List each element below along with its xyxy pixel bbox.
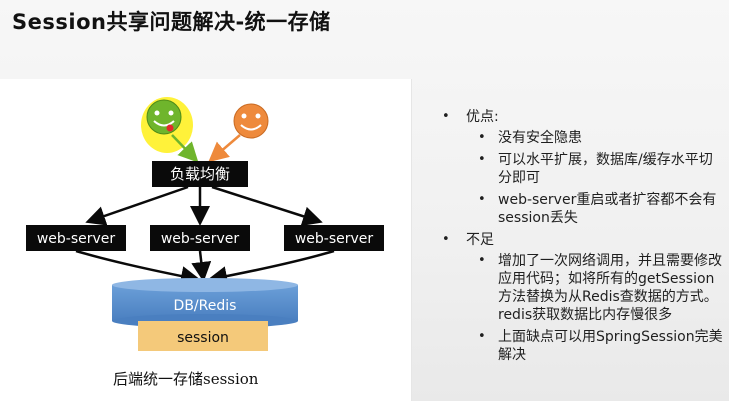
pros-cons-list: 优点: 没有安全隐患 可以水平扩展，数据库/缓存水平切分即可 web-serve… — [442, 108, 724, 368]
session-box — [138, 321, 268, 351]
web-server-box-3 — [284, 225, 384, 251]
pros-item: 没有安全隐患 — [442, 129, 724, 147]
pros-heading: 优点: — [442, 108, 724, 126]
cons-heading: 不足 — [442, 231, 724, 249]
arrow-server3-db — [207, 249, 335, 286]
web-server-label-1: web-server — [37, 231, 116, 247]
web-server-box-1 — [26, 225, 126, 251]
web-server-label-3: web-server — [295, 231, 374, 247]
client-green-smiley-icon — [146, 99, 182, 135]
arrow-lb-server-1 — [85, 185, 189, 226]
web-server-box-2 — [150, 225, 250, 251]
load-balancer-label: 负载均衡 — [170, 165, 230, 183]
diagram-svg: 负载均衡 web-server web-server web-server DB… — [26, 97, 384, 351]
database-label: DB/Redis — [174, 298, 237, 314]
architecture-diagram: 负载均衡 web-server web-server web-server DB… — [0, 79, 412, 401]
client-orange-smiley-icon — [233, 103, 269, 139]
pros-item: 可以水平扩展，数据库/缓存水平切分即可 — [442, 151, 724, 187]
cons-item: 增加了一次网络调用，并且需要修改应用代码；如将所有的getSession方法替换… — [442, 252, 724, 324]
arrow-lb-server-3 — [211, 185, 323, 226]
arrow-server2-db — [191, 250, 212, 282]
slide-title: Session共享问题解决-统一存储 — [12, 10, 331, 34]
diagram-caption: 后端统一存储session — [113, 370, 259, 388]
load-balancer-box — [152, 161, 248, 187]
arrow-green-client — [171, 134, 199, 163]
arrow-orange-client — [208, 134, 241, 163]
session-label: session — [177, 330, 229, 346]
arrow-server1-db — [75, 249, 201, 286]
cons-item: 上面缺点可以用SpringSession完美解决 — [442, 328, 724, 364]
pros-item: web-server重启或者扩容都不会有session丢失 — [442, 191, 724, 227]
web-server-label-2: web-server — [161, 231, 240, 247]
